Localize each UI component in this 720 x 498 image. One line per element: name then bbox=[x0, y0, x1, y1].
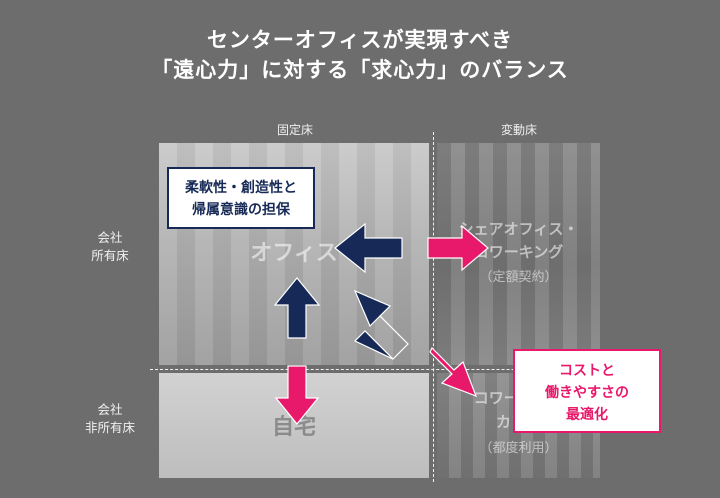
callout-flexibility: 柔軟性・創造性と 帰属意識の担保 bbox=[167, 167, 315, 229]
share-note: （定額契約） bbox=[479, 270, 558, 285]
arrow-up-navy bbox=[273, 277, 321, 339]
callout-flexibility-line2: 帰属意識の担保 bbox=[192, 202, 290, 218]
office-label: オフィス bbox=[250, 241, 338, 266]
cowork-note: （都度利用） bbox=[479, 441, 558, 456]
arrow-left-navy bbox=[334, 222, 403, 274]
vertical-divider bbox=[433, 132, 434, 482]
title-line-2: 「遠心力」に対する「求心力」のバランス bbox=[151, 58, 569, 82]
arrow-down-pink bbox=[274, 365, 320, 425]
share-office-photo: シェアオフィス・ コワーキング （定額契約） bbox=[437, 143, 600, 365]
column-label-fixed: 固定床 bbox=[276, 123, 313, 137]
arrow-right-pink bbox=[427, 224, 489, 272]
callout-flexibility-line1: 柔軟性・創造性と bbox=[185, 180, 297, 196]
row-label-nonowned-line2: 非所有床 bbox=[84, 420, 135, 435]
horizontal-divider bbox=[150, 369, 610, 370]
title-line-1: センターオフィスが実現すべき bbox=[206, 28, 514, 52]
share-label-line1: シェアオフィス・ bbox=[458, 220, 579, 238]
share-label-line2: コワーキング bbox=[473, 243, 564, 261]
callout-cost-line1: コストと bbox=[559, 363, 615, 379]
arrow-diagonal-navy bbox=[353, 289, 409, 360]
callout-cost-line2: 働きやすさの bbox=[545, 385, 629, 401]
row-label-owned-line2: 所有床 bbox=[91, 248, 129, 263]
arrow-diagonal-pink bbox=[429, 346, 478, 398]
callout-cost-line3: 最適化 bbox=[566, 407, 608, 423]
row-label-nonowned: 会社 非所有床 bbox=[75, 401, 145, 437]
column-label-variable: 変動床 bbox=[500, 123, 537, 137]
callout-cost: コストと 働きやすさの 最適化 bbox=[513, 349, 661, 433]
row-label-owned-line1: 会社 bbox=[97, 230, 123, 245]
row-label-owned: 会社 所有床 bbox=[75, 229, 145, 265]
row-label-nonowned-line1: 会社 bbox=[97, 402, 123, 417]
